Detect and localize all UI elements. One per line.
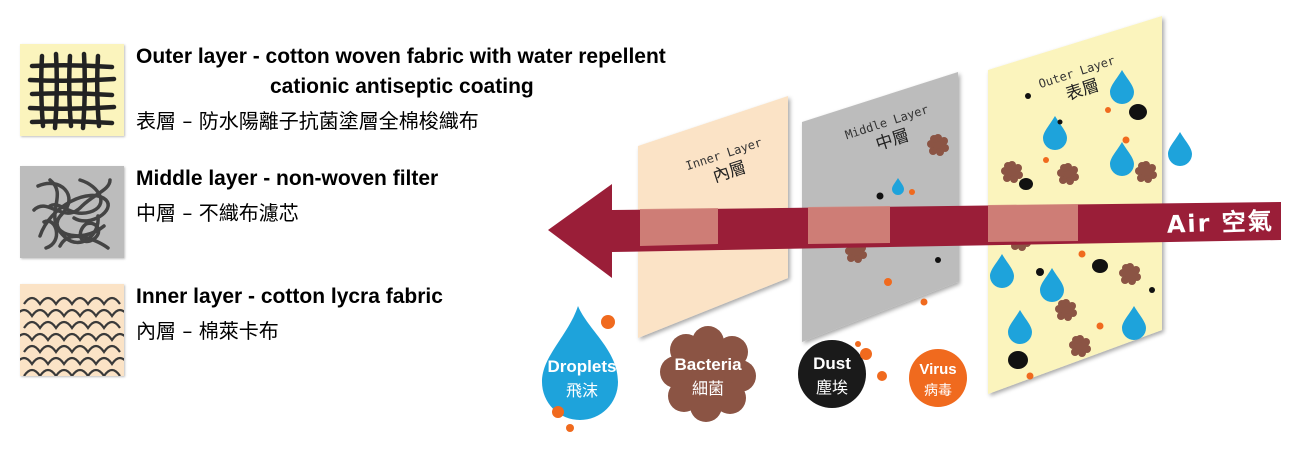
inner-layer-title: Inner layer - cotton lycra fabric bbox=[136, 285, 443, 308]
svg-text:Droplets: Droplets bbox=[548, 357, 617, 376]
lycra-fabric-swatch bbox=[20, 284, 124, 376]
dust-icon bbox=[1008, 351, 1028, 369]
air-flow-arrow: Air 空氣 bbox=[548, 184, 1281, 278]
dust-icon bbox=[935, 257, 941, 263]
bacteria-icon bbox=[660, 326, 756, 422]
virus-legend: Virus 病毒 bbox=[909, 349, 967, 407]
arrow-segment-inner bbox=[640, 208, 718, 246]
woven-grid-icon bbox=[27, 51, 117, 131]
dust-icon bbox=[1129, 104, 1147, 120]
droplet-icon bbox=[542, 306, 618, 420]
virus-icon bbox=[1043, 157, 1049, 163]
inner-layer-chinese: 內層 – 棉萊卡布 bbox=[136, 319, 279, 343]
nonwoven-filter-swatch bbox=[20, 166, 124, 258]
svg-text:病毒: 病毒 bbox=[924, 383, 952, 399]
bacteria-legend: Bacteria 細菌 bbox=[660, 326, 756, 422]
virus-icon bbox=[909, 189, 915, 195]
virus-icon bbox=[909, 349, 967, 407]
outer-layer-title: Outer layer - cotton woven fabric with w… bbox=[136, 45, 666, 68]
droplet-icon bbox=[1168, 132, 1192, 166]
dust-icon bbox=[1057, 119, 1063, 125]
middle-layer-chinese: 中層 – 不織布濾芯 bbox=[136, 201, 299, 225]
virus-icon bbox=[920, 298, 928, 306]
dust-icon bbox=[1019, 178, 1033, 190]
arrow-segment-outer bbox=[988, 204, 1078, 242]
svg-text:Virus: Virus bbox=[919, 361, 956, 378]
woven-fabric-swatch bbox=[20, 44, 124, 136]
virus-icon bbox=[1026, 372, 1034, 380]
arrow-segment-middle bbox=[808, 206, 890, 244]
svg-text:Dust: Dust bbox=[813, 354, 851, 373]
nonwoven-fibers-icon bbox=[32, 178, 112, 250]
virus-icon bbox=[1122, 136, 1130, 144]
middle-panel-particles bbox=[845, 134, 949, 306]
dust-icon bbox=[1025, 93, 1031, 99]
virus-icon bbox=[1078, 250, 1086, 258]
dust-legend: Dust 塵埃 bbox=[798, 340, 887, 408]
virus-icon bbox=[884, 278, 892, 286]
dust-icon bbox=[876, 192, 884, 200]
svg-text:細菌: 細菌 bbox=[692, 379, 724, 398]
outer-layer-chinese: 表層 – 防水陽離子抗菌塗層全棉梭織布 bbox=[136, 109, 479, 133]
outer-panel-particles bbox=[990, 70, 1192, 380]
virus-icon bbox=[1105, 107, 1111, 113]
dust-icon bbox=[1092, 259, 1108, 273]
svg-text:塵埃: 塵埃 bbox=[816, 378, 848, 397]
svg-text:飛沫: 飛沫 bbox=[566, 381, 598, 400]
outer-layer-title-line2: cationic antiseptic coating bbox=[270, 75, 534, 98]
virus-icon bbox=[1096, 322, 1104, 330]
droplets-legend: Droplets 飛沫 bbox=[542, 306, 618, 432]
dust-icon bbox=[798, 340, 866, 408]
knit-loops-icon bbox=[20, 296, 124, 376]
air-label: Air 空氣 bbox=[1166, 207, 1274, 239]
svg-text:Bacteria: Bacteria bbox=[674, 355, 742, 374]
dust-icon bbox=[1036, 268, 1044, 276]
mask-filtration-diagram: Inner Layer 內層 Middle Layer 中層 Outer Lay… bbox=[542, 16, 1281, 432]
middle-layer-title: Middle layer - non-woven filter bbox=[136, 167, 439, 190]
dust-icon bbox=[1149, 287, 1155, 293]
